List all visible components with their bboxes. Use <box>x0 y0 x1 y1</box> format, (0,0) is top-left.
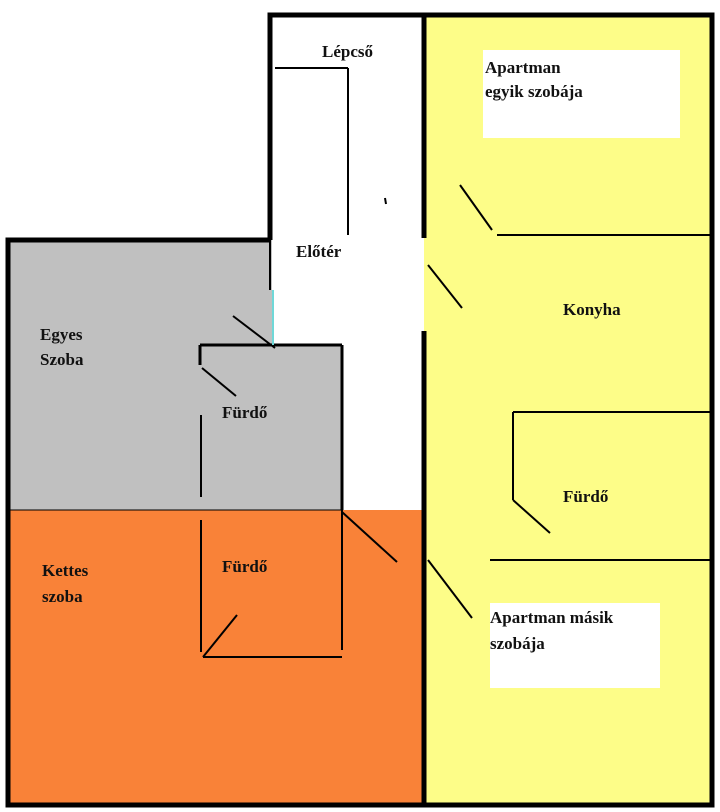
label-apartment-room1-line2: egyik szobája <box>485 82 583 101</box>
label-stairs: Lépcső <box>322 42 374 61</box>
label-hallway: Előtér <box>296 242 342 261</box>
apartment-room2-label-box <box>490 603 660 688</box>
label-double-bath: Fürdő <box>222 557 268 576</box>
label-apartment-room2-line1: Apartman másik <box>490 608 614 627</box>
label-single-bath: Fürdő <box>222 403 268 422</box>
label-apartment-bath: Fürdő <box>563 487 609 506</box>
label-double-room-line1: Kettes <box>42 561 89 580</box>
interior-walls <box>8 15 712 805</box>
label-single-room-line2: Szoba <box>40 350 84 369</box>
outer-walls <box>5 12 715 808</box>
label-single-room-line1: Egyes <box>40 325 83 344</box>
apartment-room1-label-box <box>483 50 680 138</box>
label-apartment-room1-line1: Apartman <box>485 58 561 77</box>
label-double-room-line2: szoba <box>42 587 83 606</box>
label-kitchen: Konyha <box>563 300 621 319</box>
label-apartment-room2-line2: szobája <box>490 634 545 653</box>
single-bath-area <box>270 345 342 510</box>
single-room-area <box>8 240 272 510</box>
